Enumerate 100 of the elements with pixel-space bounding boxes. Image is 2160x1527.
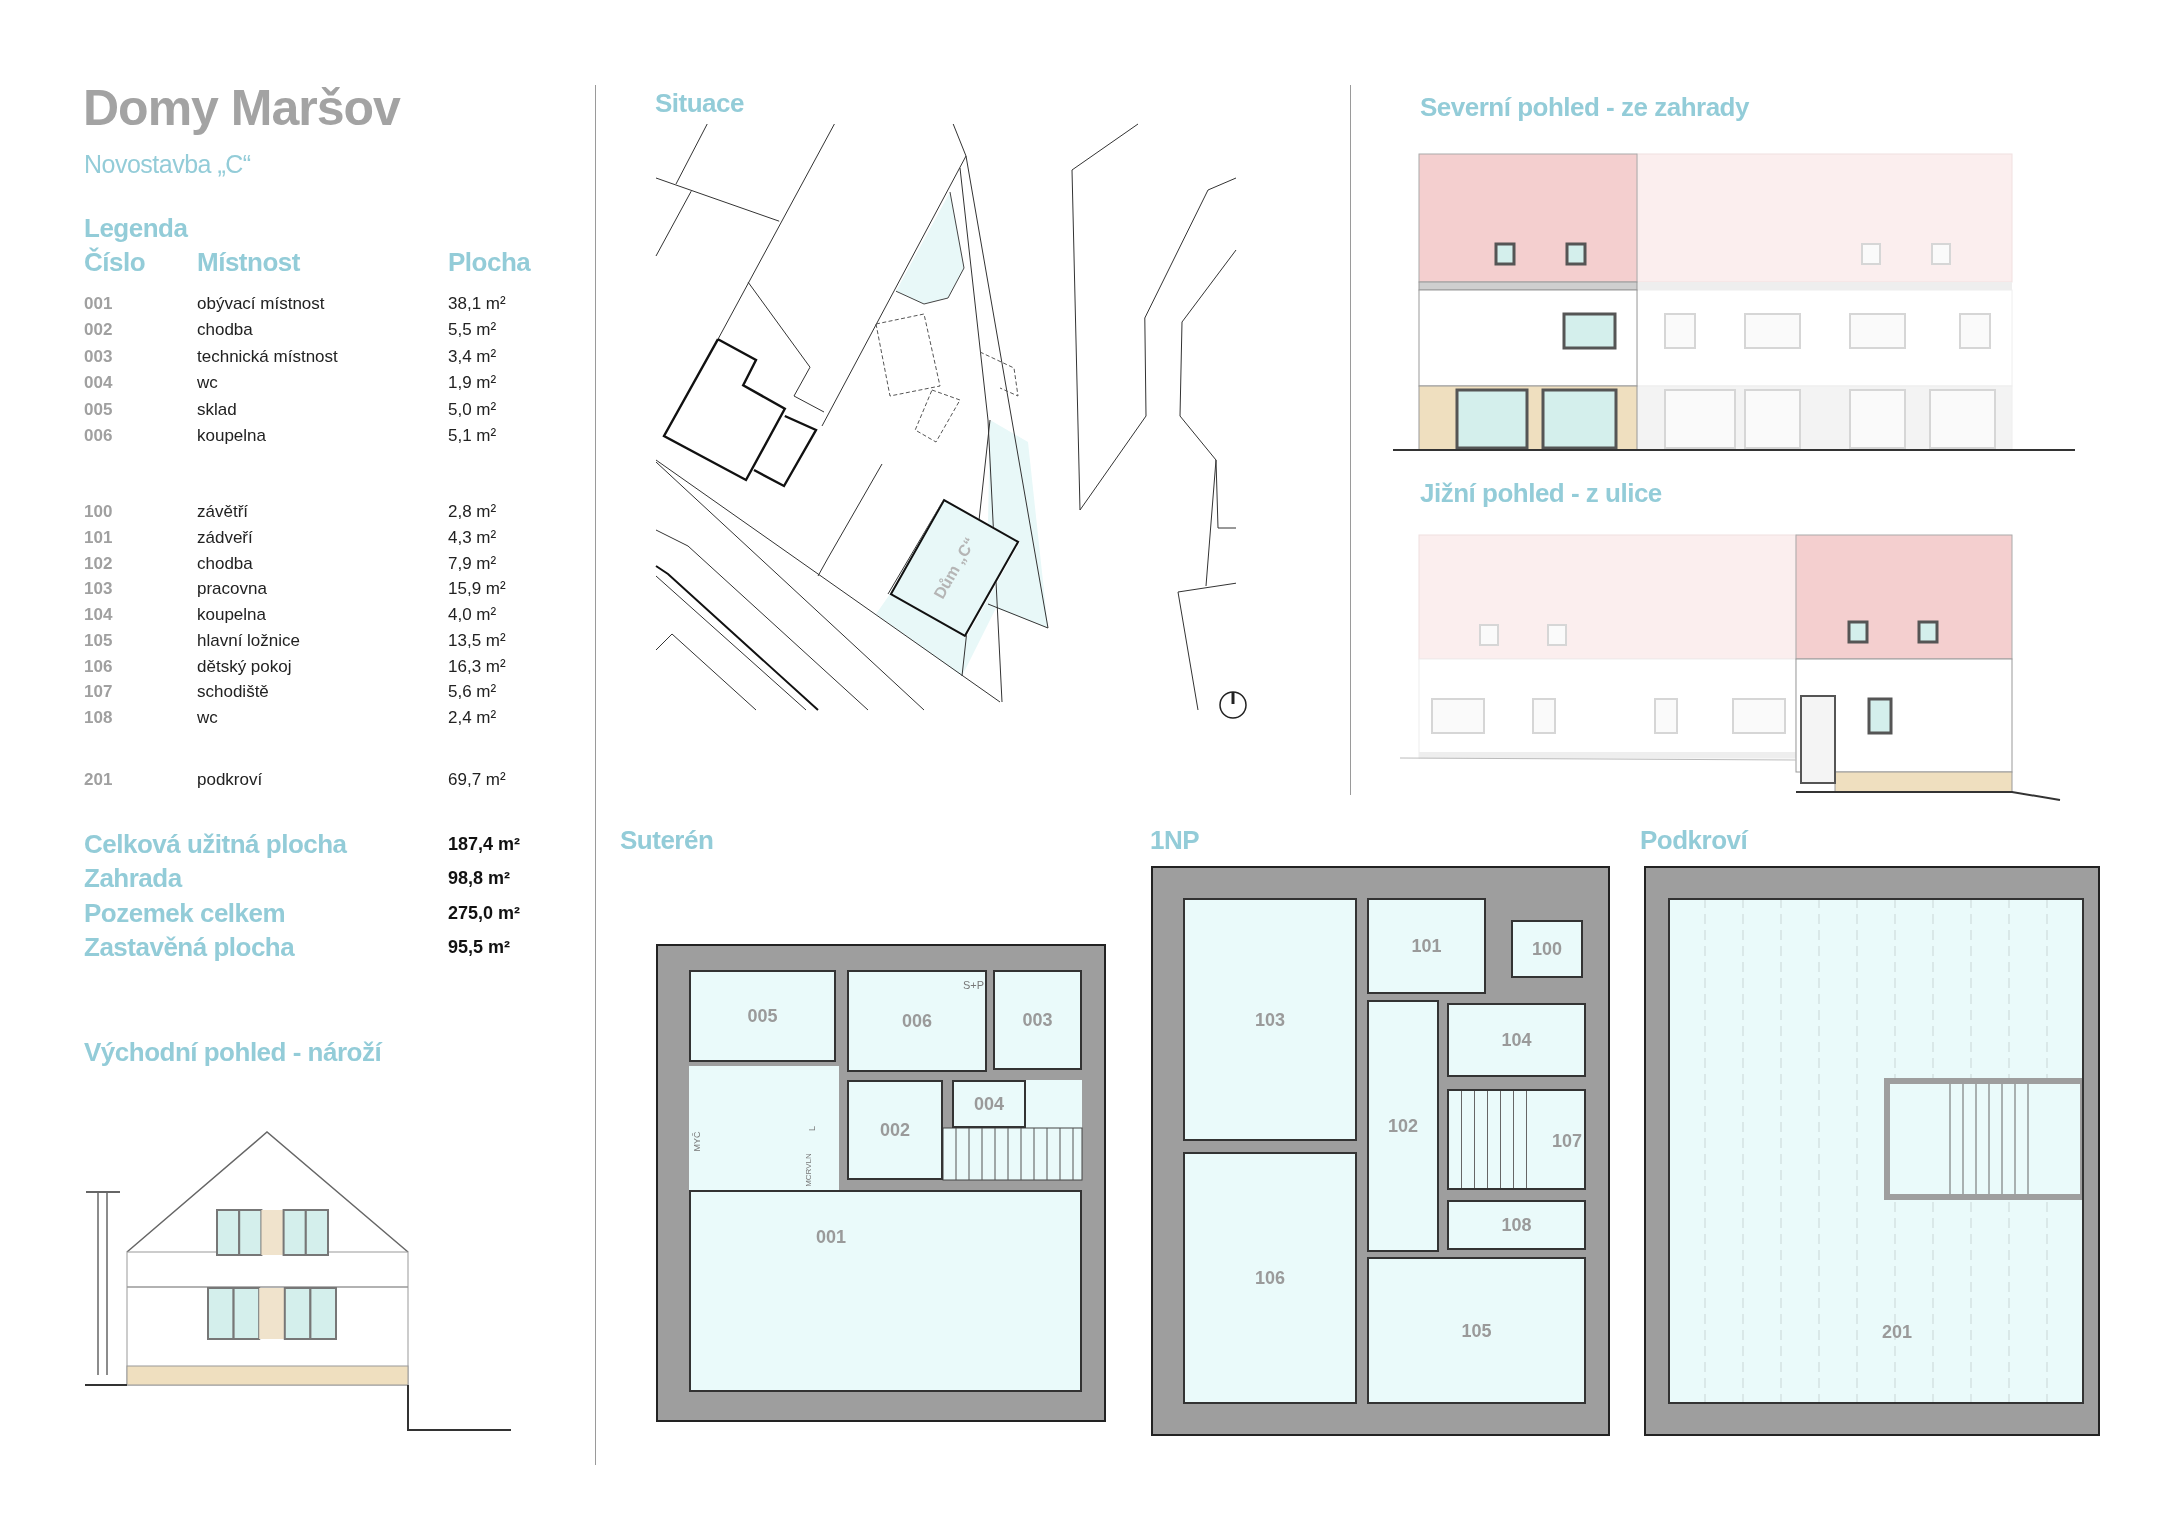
room-area <box>1447 1003 1586 1077</box>
room-name: koupelna <box>197 426 266 446</box>
room-number: 106 <box>1255 1268 1285 1288</box>
room-name: pracovna <box>197 579 267 600</box>
fixture-label: L <box>806 1125 818 1131</box>
room-area <box>993 970 1082 1070</box>
subtitle: Novostavba „C“ <box>84 149 251 179</box>
room-code: 102 <box>84 553 113 574</box>
room-name: chodba <box>197 553 253 574</box>
area-value: 38,1 m² <box>448 294 506 314</box>
room-code: 006 <box>84 426 113 446</box>
room-code: 103 <box>84 579 113 600</box>
area-total-value: 187,4 m² <box>448 833 521 855</box>
area-value: 5,6 m² <box>448 682 497 703</box>
area-value: 4,0 m² <box>448 605 497 625</box>
area-value: 5,1 m² <box>448 426 497 446</box>
room-code: 108 <box>84 708 113 728</box>
room-area <box>1447 1089 1586 1190</box>
area-total-label: Pozemek celkem <box>84 897 286 929</box>
room-number: 004 <box>974 1094 1004 1114</box>
room-name: wc <box>197 708 218 728</box>
fixture-label: MCRVLN <box>804 1153 814 1187</box>
fixture-label: S+P <box>963 978 985 992</box>
room-name: koupelna <box>197 605 266 625</box>
area-value: 5,0 m² <box>448 399 497 420</box>
area-value: 7,9 m² <box>448 553 497 574</box>
room-area <box>847 970 987 1072</box>
plan-title: Podkroví <box>1640 825 1748 855</box>
section-heading: Situace <box>655 88 744 118</box>
area-value: 15,9 m² <box>448 579 506 600</box>
room-name: zádveří <box>197 527 253 548</box>
room-number: 005 <box>747 1006 778 1026</box>
room-area <box>1447 1200 1586 1250</box>
room-number: 107 <box>1552 1131 1582 1151</box>
room-area <box>1668 898 2084 1404</box>
room-code: 002 <box>84 320 113 341</box>
room-code: 003 <box>84 346 113 367</box>
room-area <box>1367 898 1486 994</box>
area-total-label: Zastavěná plocha <box>84 931 295 963</box>
room-code: 001 <box>84 294 113 314</box>
area-value: 69,7 m² <box>448 770 506 790</box>
section-heading: Legenda <box>84 212 188 244</box>
room-number: 002 <box>880 1120 910 1140</box>
room-name: sklad <box>197 399 237 420</box>
area-total-label: Zahrada <box>84 862 182 894</box>
area-total-value: 95,5 m² <box>448 936 511 958</box>
room-number: 105 <box>1461 1320 1492 1341</box>
room-name: obývací místnost <box>197 294 325 314</box>
room-area <box>689 970 836 1062</box>
room-number: 108 <box>1501 1215 1532 1235</box>
area-total-value: 275,0 m² <box>448 902 521 924</box>
room-name: chodba <box>197 320 253 341</box>
area-value: 1,9 m² <box>448 373 497 394</box>
area-value: 13,5 m² <box>448 630 506 651</box>
area-value: 2,4 m² <box>448 708 497 728</box>
fixture-label: MYČ <box>691 1131 703 1151</box>
room-name: dětský pokoj <box>197 656 292 677</box>
room-code: 106 <box>84 656 113 677</box>
room-area <box>1511 920 1583 978</box>
area-value: 4,3 m² <box>448 527 497 548</box>
room-number: 102 <box>1388 1116 1418 1136</box>
room-code: 104 <box>84 605 113 625</box>
room-code: 201 <box>84 770 113 790</box>
room-name: technická místnost <box>197 346 338 367</box>
room-name: hlavní ložnice <box>197 630 300 651</box>
room-number: 103 <box>1255 1009 1285 1030</box>
room-area <box>847 1080 943 1180</box>
area-value: 5,5 m² <box>448 320 497 341</box>
room-number: 101 <box>1411 936 1442 956</box>
room-code: 100 <box>84 502 113 522</box>
room-number: 006 <box>902 1011 932 1031</box>
area-total-label: Celková užitná plocha <box>84 828 347 860</box>
area-value: 2,8 m² <box>448 502 497 522</box>
column-header: Místnost <box>197 246 300 278</box>
room-area <box>1367 1000 1439 1252</box>
plan-title: 1NP <box>1150 825 1200 855</box>
column-header: Číslo <box>84 246 146 278</box>
room-name: wc <box>197 373 218 394</box>
room-number: 003 <box>1022 1010 1053 1030</box>
room-number: 201 <box>1882 1322 1912 1342</box>
room-area <box>952 1080 1026 1128</box>
room-area <box>1183 1152 1357 1404</box>
room-name: podkroví <box>197 770 263 790</box>
page-title: Domy Maršov <box>83 79 400 138</box>
room-code: 107 <box>84 682 113 703</box>
room-area <box>1367 1257 1586 1404</box>
column-header: Plocha <box>448 246 531 278</box>
area-value: 16,3 m² <box>448 656 506 677</box>
section-heading: Jižní pohled - z ulice <box>1420 477 1662 509</box>
section-heading: Východní pohled - nároží <box>84 1036 382 1068</box>
room-area <box>689 1190 1082 1392</box>
room-name: závětří <box>197 502 249 522</box>
area-total-value: 98,8 m² <box>448 867 511 889</box>
room-code: 004 <box>84 373 113 394</box>
room-number: 001 <box>816 1227 846 1247</box>
room-name: schodiště <box>197 682 269 703</box>
section-heading: Severní pohled - ze zahrady <box>1420 91 1749 123</box>
plan-title: Suterén <box>620 825 714 855</box>
room-code: 005 <box>84 399 113 420</box>
area-value: 3,4 m² <box>448 346 497 367</box>
